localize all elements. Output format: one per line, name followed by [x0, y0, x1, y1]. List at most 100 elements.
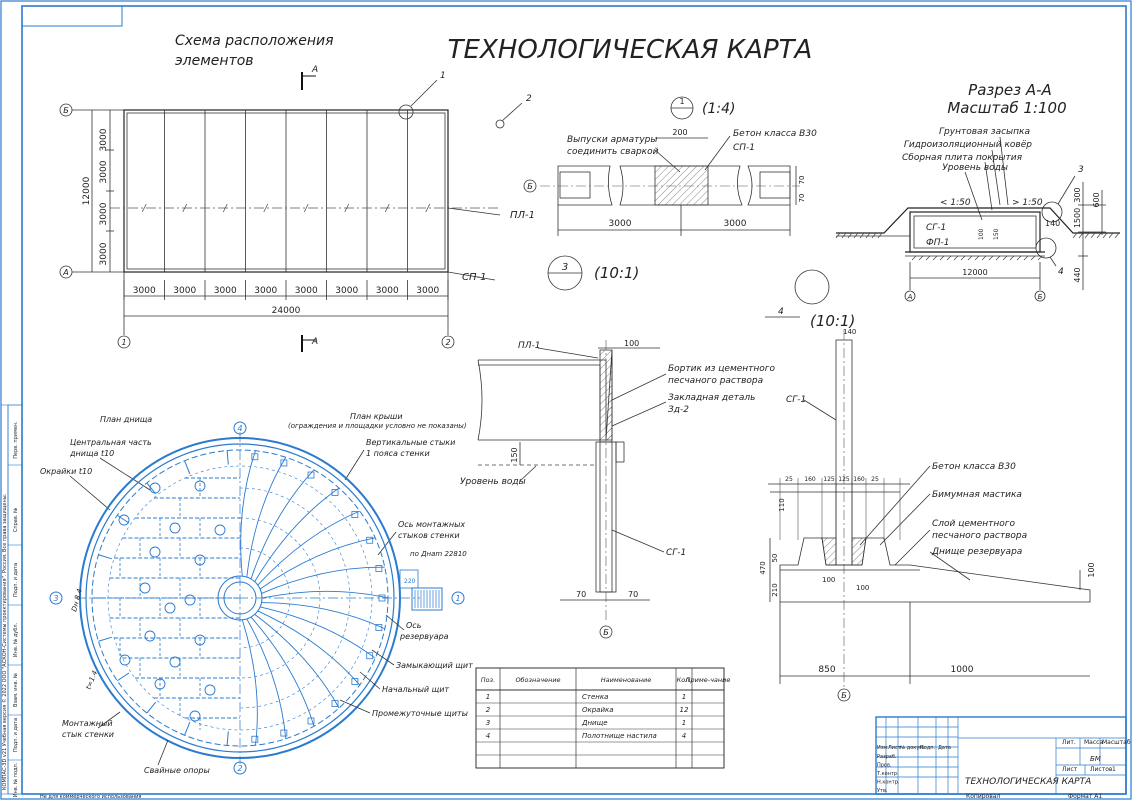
plan-dim-b: t=1.4: [84, 669, 99, 690]
spec-cell-name: Полотнище настила: [582, 732, 657, 740]
title-block-copied: Копировал: [966, 793, 1000, 800]
col-2-marker: 2: [445, 338, 450, 347]
title-block-lit: Лит.: [1062, 739, 1076, 746]
bay-dim: 3000: [254, 286, 277, 296]
detail-1-dim-70b: 70: [798, 194, 806, 203]
detail-4-top-dim: 25: [871, 476, 879, 483]
section-aa-scale: Масштаб 1:100: [947, 99, 1066, 117]
detail-4-dim-140: 140: [843, 328, 856, 336]
title-block-col-label: Изм.: [877, 745, 889, 751]
section-aa: Разрез А-А Масштаб 1:100 Грунтовая засып…: [835, 81, 1120, 302]
detail-4: 4 (10:1) 140 СГ-1 Бетон класса В30 Бимум…: [759, 269, 1096, 702]
title-block-col-label: Лист: [888, 745, 901, 751]
plan-roof-label-1: План крыши: [350, 412, 403, 421]
bay-dim: 3000: [214, 286, 237, 296]
detail-3-dim-150: 150: [510, 447, 519, 462]
spec-cell-pos: 4: [486, 732, 490, 740]
side-stamp-label: Перв. примен.: [13, 421, 19, 459]
detail-4-top-dim: 160: [853, 476, 865, 483]
title-block-col-label: Дата: [938, 745, 951, 751]
plan-mount-1: Монтажный: [62, 719, 113, 728]
plan-reservoir-1: Ось: [406, 621, 422, 630]
section-aa-water: Уровень воды: [942, 163, 1008, 173]
detail-4-mortar-1: Слой цементного: [932, 519, 1015, 529]
section-aa-dim-440: 440: [1073, 267, 1082, 282]
section-aa-fp1: ФП-1: [926, 238, 950, 248]
section-aa-fill: Грунтовая засыпка: [939, 127, 1030, 137]
corner-box: [21, 5, 123, 27]
detail-3-water: Уровень воды: [460, 477, 526, 487]
bay-dim: 3000: [295, 286, 318, 296]
detail-4-dim-210: 210: [771, 583, 779, 596]
title-block-sheet: Лист: [1062, 766, 1078, 773]
plan-closing: Замыкающий щит: [396, 661, 473, 670]
detail-4-dim-100a: 100: [822, 576, 835, 584]
side-stamp-label: Взам. инв. №: [13, 672, 19, 707]
plan-reservoir-2: резервуара: [399, 632, 449, 641]
title-block-format: Формат А1: [1068, 793, 1102, 800]
dim-v-4: 3000: [99, 242, 109, 265]
plan-small-label: 220: [404, 578, 416, 585]
detail-3-scale: (10:1): [594, 264, 639, 282]
detail-4-dim-50: 50: [771, 554, 779, 563]
title-block-sheets: Листов: [1090, 766, 1113, 773]
title-block-role: Разраб.: [877, 754, 897, 760]
detail-1-dim-left: 3000: [609, 219, 632, 229]
plan-central-1: Центральная часть: [70, 438, 152, 447]
spec-cell-qty: 12: [680, 706, 689, 714]
dim-v-2: 3000: [99, 160, 109, 183]
dim-v-total: 12000: [82, 176, 92, 205]
detail-3-pl1: ПЛ-1: [518, 341, 541, 351]
reservoir-plan: План днища План крыши (ограждения и площ…: [40, 412, 473, 775]
detail-3-number: 3: [562, 262, 568, 273]
title-block-sheets-count: 1: [1112, 766, 1116, 773]
section-aa-axis-b: Б: [1038, 293, 1043, 301]
section-aa-sg1: СГ-1: [926, 223, 946, 233]
title-block-title: ТЕХНОЛОГИЧЕСКАЯ КАРТА: [965, 777, 1091, 787]
scheme-title-1: Схема расположения: [175, 33, 334, 49]
plan-axis-4: 4: [237, 424, 242, 433]
detail-4-mastic: Бимумная мастика: [932, 490, 1022, 500]
spec-cell-qty: 1: [682, 719, 686, 727]
spec-cell-qty: 4: [682, 732, 686, 740]
title-block-code: БМ: [1090, 755, 1101, 763]
section-aa-axis-a: А: [907, 293, 913, 301]
plan-d22810: по Днаm 22810: [410, 550, 467, 558]
spec-cell-qty: 1: [682, 693, 686, 701]
layout-scheme: Схема расположения элементов А А Б А 300…: [59, 33, 535, 352]
spec-header: Обозначение: [515, 676, 560, 684]
detail-1: 1 (1:4) Выпуски арматуры соединить сварк…: [523, 96, 817, 236]
plan-axis-joints-1: Ось монтажных: [398, 520, 465, 529]
detail-1-dim-200: 200: [672, 128, 687, 137]
inner-frame: [21, 5, 1127, 795]
dim-total: 24000: [272, 306, 301, 316]
title-block: ТЕХНОЛОГИЧЕСКАЯ КАРТА БМ Лит. Масса Масш…: [875, 716, 1131, 800]
section-aa-callout-4: 4: [1058, 267, 1064, 277]
plan-edges: Окрайки t10: [40, 467, 92, 476]
spec-cell-name: Окрайка: [582, 706, 614, 714]
detail-4-dim-100b: 100: [856, 584, 869, 592]
section-mark-bottom: А: [311, 337, 318, 347]
detail-3-embed-1: Закладная деталь: [668, 393, 755, 403]
detail-3-dim-70a: 70: [576, 590, 586, 599]
section-aa-title: Разрез А-А: [968, 81, 1052, 99]
dim-v-1: 3000: [99, 128, 109, 151]
detail-4-sg1: СГ-1: [786, 395, 806, 405]
spec-header: Кол.: [677, 676, 692, 684]
detail-4-dim-100c: 100: [1087, 562, 1096, 577]
detail-3-curb-1: Бортик из цементного: [668, 364, 776, 374]
detail-1-rebar-2: соединить сваркой: [567, 147, 659, 157]
detail-4-dim-850: 850: [818, 665, 835, 675]
row-b-marker: Б: [63, 106, 69, 115]
plan-axis-1: 1: [455, 594, 460, 603]
side-stamp-label: Подп. и дата: [13, 718, 19, 752]
detail-1-concrete: Бетон класса В30: [733, 129, 817, 139]
title-block-col-label: Подп.: [920, 745, 936, 751]
section-aa-slab: Сборная плита покрытия: [902, 153, 1023, 163]
detail-4-number: 4: [778, 307, 784, 317]
